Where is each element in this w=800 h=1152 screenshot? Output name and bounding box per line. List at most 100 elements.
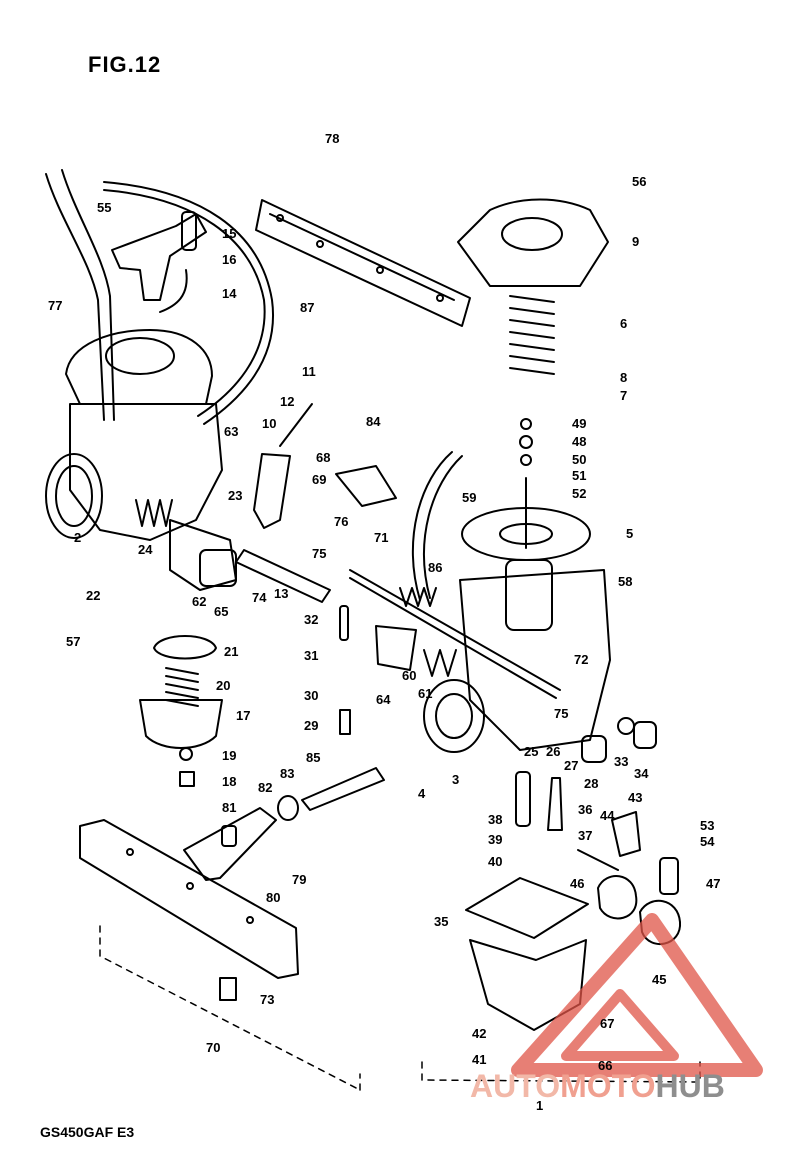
bracket-hole xyxy=(126,848,134,856)
callout-16: 16 xyxy=(222,252,236,267)
part-64 xyxy=(375,625,417,671)
callout-69: 69 xyxy=(312,472,326,487)
washer-48 xyxy=(519,435,533,449)
pin-32 xyxy=(339,605,349,641)
callout-85: 85 xyxy=(306,750,320,765)
jet-36 xyxy=(547,777,563,831)
vent-hose-77 xyxy=(45,173,105,421)
screw-29 xyxy=(339,709,351,735)
callout-80: 80 xyxy=(266,890,280,905)
callout-79: 79 xyxy=(292,872,306,887)
callout-17: 17 xyxy=(236,708,250,723)
callout-38: 38 xyxy=(488,812,502,827)
part-43 xyxy=(611,811,641,857)
callout-5: 5 xyxy=(626,526,633,541)
part-83 xyxy=(277,795,299,821)
part-34 xyxy=(633,721,657,749)
lever-10 xyxy=(253,453,291,529)
carb-intake-inner xyxy=(55,465,93,527)
callout-43: 43 xyxy=(628,790,642,805)
diaphragm-21 xyxy=(153,635,217,660)
callout-82: 82 xyxy=(258,780,272,795)
screw-18 xyxy=(179,771,195,787)
callout-33: 33 xyxy=(614,754,628,769)
spring-81 xyxy=(221,825,237,847)
callout-59: 59 xyxy=(462,490,476,505)
callout-86: 86 xyxy=(428,560,442,575)
fuel-hose-87 xyxy=(103,181,275,425)
callout-42: 42 xyxy=(472,1026,486,1041)
callout-11: 11 xyxy=(302,364,316,379)
rod-12 xyxy=(279,403,313,447)
callout-12: 12 xyxy=(280,394,294,409)
bracket-hole xyxy=(276,214,284,222)
callout-60: 60 xyxy=(402,668,416,683)
bolt-73 xyxy=(219,977,237,1001)
pin-46 xyxy=(577,849,619,871)
bracket-hole xyxy=(186,882,194,890)
callout-45: 45 xyxy=(652,972,666,987)
bracket-plate-top xyxy=(255,199,471,327)
rod-74 xyxy=(235,549,331,603)
callout-19: 19 xyxy=(222,748,236,763)
hose-fitting-15 xyxy=(181,211,197,251)
link-82 xyxy=(183,807,277,881)
callout-53: 53 xyxy=(700,818,714,833)
part-65 xyxy=(199,549,237,587)
callout-2: 2 xyxy=(74,530,81,545)
callout-28: 28 xyxy=(584,776,598,791)
bracket-hole xyxy=(316,240,324,248)
carb-body-left xyxy=(69,403,223,541)
callout-20: 20 xyxy=(216,678,230,693)
callout-29: 29 xyxy=(304,718,318,733)
jet-38 xyxy=(515,771,531,827)
callout-39: 39 xyxy=(488,832,502,847)
callout-44: 44 xyxy=(600,808,615,823)
carb-intake-left xyxy=(45,453,103,539)
callout-25: 25 xyxy=(524,744,538,759)
callout-72: 72 xyxy=(574,652,588,667)
callout-6: 6 xyxy=(620,316,627,331)
callout-21: 21 xyxy=(224,644,238,659)
callout-27: 27 xyxy=(564,758,578,773)
washer-50 xyxy=(520,454,532,466)
callout-81: 81 xyxy=(222,800,236,815)
callout-18: 18 xyxy=(222,774,236,789)
diaphragm-inner xyxy=(499,523,553,545)
spring-20 xyxy=(165,667,199,707)
intake-3-inner xyxy=(435,693,473,739)
shaft-71 xyxy=(349,569,561,691)
callout-48: 48 xyxy=(572,434,586,449)
callout-83: 83 xyxy=(280,766,294,781)
valve-47 xyxy=(659,857,679,895)
callout-74: 74 xyxy=(252,590,267,605)
callout-65: 65 xyxy=(214,604,228,619)
callout-63: 63 xyxy=(224,424,238,439)
gasket-35 xyxy=(465,877,589,939)
callout-41: 41 xyxy=(472,1052,486,1067)
callout-14: 14 xyxy=(222,286,237,301)
callout-62: 62 xyxy=(192,594,206,609)
callout-77: 77 xyxy=(48,298,62,313)
callout-10: 10 xyxy=(262,416,276,431)
callout-68: 68 xyxy=(316,450,330,465)
callout-70: 70 xyxy=(206,1040,220,1055)
fuel-hose-87 xyxy=(103,189,266,417)
callout-67: 67 xyxy=(600,1016,614,1031)
callout-8: 8 xyxy=(620,370,627,385)
callout-36: 36 xyxy=(578,802,592,817)
hose-14 xyxy=(159,269,188,313)
callout-4: 4 xyxy=(418,786,426,801)
callout-54: 54 xyxy=(700,834,715,849)
float-45 xyxy=(639,899,682,945)
callout-61: 61 xyxy=(418,686,432,701)
tube-59 xyxy=(423,455,463,599)
carb-top-cover-9 xyxy=(457,198,609,287)
bracket-hole xyxy=(376,266,384,274)
spring-24 xyxy=(135,499,173,527)
watermark-text: AUTOMOTOHUB xyxy=(470,1068,725,1105)
callout-24: 24 xyxy=(138,542,153,557)
fitting-84 xyxy=(335,465,397,507)
intake-3 xyxy=(423,679,485,753)
